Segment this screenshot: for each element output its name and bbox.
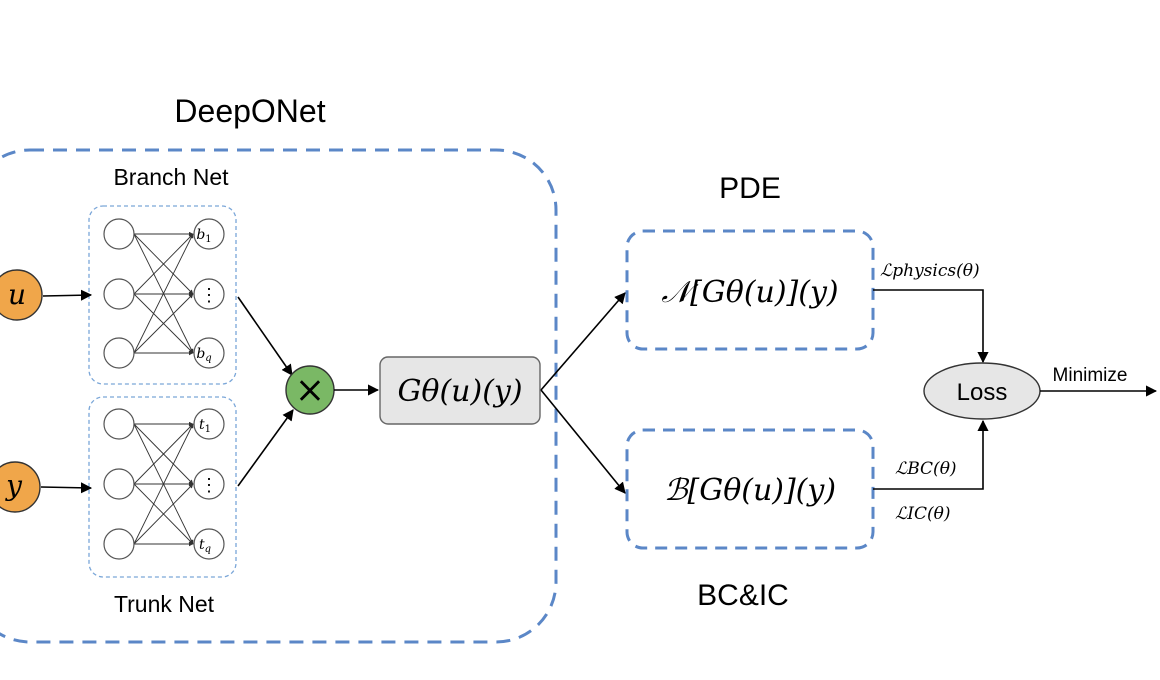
deeponet-title: DeepONet (174, 93, 325, 129)
trunk-output-label-3: t (199, 537, 205, 553)
bcic-expression: ℬ[Gθ(u)](y) (664, 473, 836, 508)
loss-physics-label: ℒphysics(θ) (880, 261, 980, 281)
deeponet-container (0, 148, 558, 644)
input-y-label: y (4, 469, 23, 502)
trunk-output-label-2: ⋮ (200, 475, 218, 496)
branch-output-label-3: b (196, 346, 205, 362)
svg-text:b1: b1 (196, 227, 211, 245)
branch-net-connections (133, 231, 194, 356)
arrow-operator-to-bcic (540, 389, 626, 494)
branch-output-node-1 (193, 218, 225, 250)
trunk-input-node-1 (103, 408, 135, 440)
trunk-net-label: Trunk Net (114, 591, 215, 617)
trunk-output-node-1 (193, 408, 225, 440)
arrow-u-to-branch (42, 289, 93, 301)
arrow-operator-to-pde (540, 292, 626, 391)
trunk-input-node-3 (103, 528, 135, 560)
trunk-input-node-2 (103, 468, 135, 500)
branch-output-sub-1: 1 (205, 234, 211, 245)
trunk-output-sub-3: q (205, 544, 211, 555)
trunk-output-node-3 (193, 528, 225, 560)
svg-text:t1: t1 (199, 417, 211, 435)
pde-label: PDE (719, 172, 781, 205)
loss-bc-label: ℒBC(θ) (895, 459, 957, 479)
svg-text:tq: tq (199, 537, 211, 555)
arrow-trunk-to-multiply (237, 409, 294, 487)
branch-output-node-3 (193, 337, 225, 369)
branch-output-label-2: ⋮ (200, 285, 218, 306)
arrow-y-to-trunk (40, 482, 93, 494)
trunk-output-node-2 (193, 468, 225, 500)
input-u-label: u (8, 278, 26, 311)
branch-input-node-3 (103, 337, 135, 369)
trunk-output-sub-1: 1 (205, 424, 211, 435)
operator-output-box (379, 356, 541, 425)
svg-text:bq: bq (196, 346, 211, 364)
arrow-pde-to-loss (873, 289, 989, 364)
input-y-node (0, 461, 41, 513)
multiply-icon: × (295, 370, 325, 411)
pde-expression: 𝒩[Gθ(u)](y) (661, 275, 838, 310)
branch-input-node-2 (103, 278, 135, 310)
trunk-net-connections (133, 421, 194, 547)
operator-output-label: Gθ(u)(y) (397, 374, 522, 409)
trunk-output-label-1: t (199, 417, 205, 433)
arrow-bcic-to-loss (873, 419, 989, 490)
input-u-node (0, 269, 43, 321)
loss-ic-label: ℒIC(θ) (895, 504, 950, 524)
arrow-branch-to-multiply (237, 296, 293, 376)
branch-input-node-1 (103, 218, 135, 250)
branch-output-node-2 (193, 278, 225, 310)
bcic-label: BC&IC (697, 579, 789, 612)
minimize-label: Minimize (1053, 365, 1128, 386)
loss-label: Loss (957, 379, 1008, 406)
branch-net-label: Branch Net (113, 164, 229, 190)
branch-output-sub-3: q (205, 353, 211, 364)
branch-output-label-1: b (196, 227, 205, 243)
